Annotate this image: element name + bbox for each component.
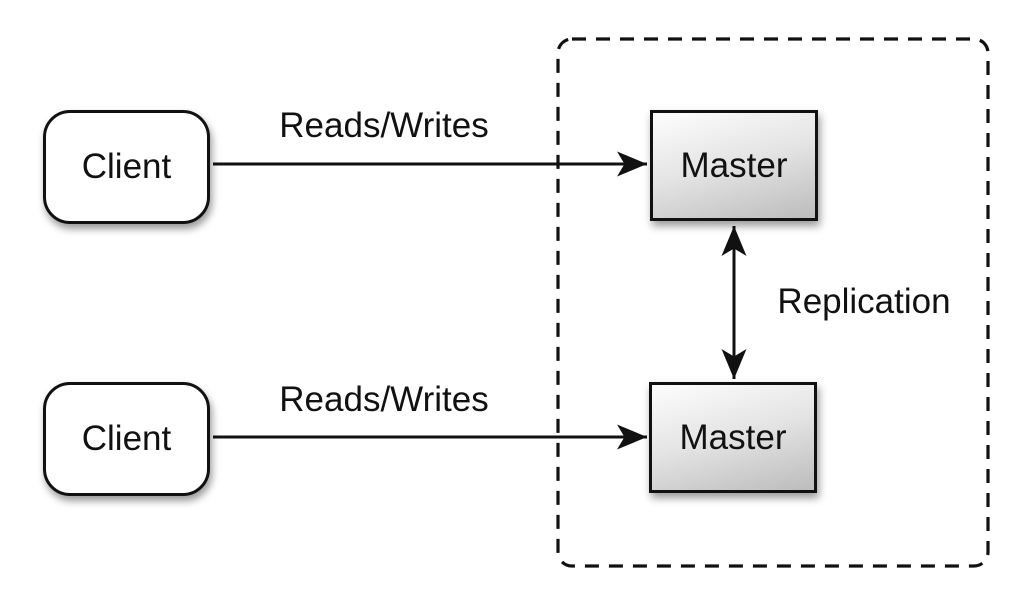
node-client-bottom: Client xyxy=(43,382,210,496)
edge-label-reads-writes-bottom: Reads/Writes xyxy=(279,380,489,419)
node-master-bottom: Master xyxy=(649,382,817,493)
node-label: Master xyxy=(679,417,787,457)
node-label: Client xyxy=(81,147,172,186)
edge-label-replication: Replication xyxy=(777,282,951,321)
node-master-top: Master xyxy=(650,110,818,221)
node-label: Master xyxy=(680,145,788,185)
node-label: Client xyxy=(81,419,172,458)
node-client-top: Client xyxy=(43,110,210,224)
cluster-dashed-border xyxy=(556,37,990,568)
edge-label-reads-writes-top: Reads/Writes xyxy=(279,106,489,145)
